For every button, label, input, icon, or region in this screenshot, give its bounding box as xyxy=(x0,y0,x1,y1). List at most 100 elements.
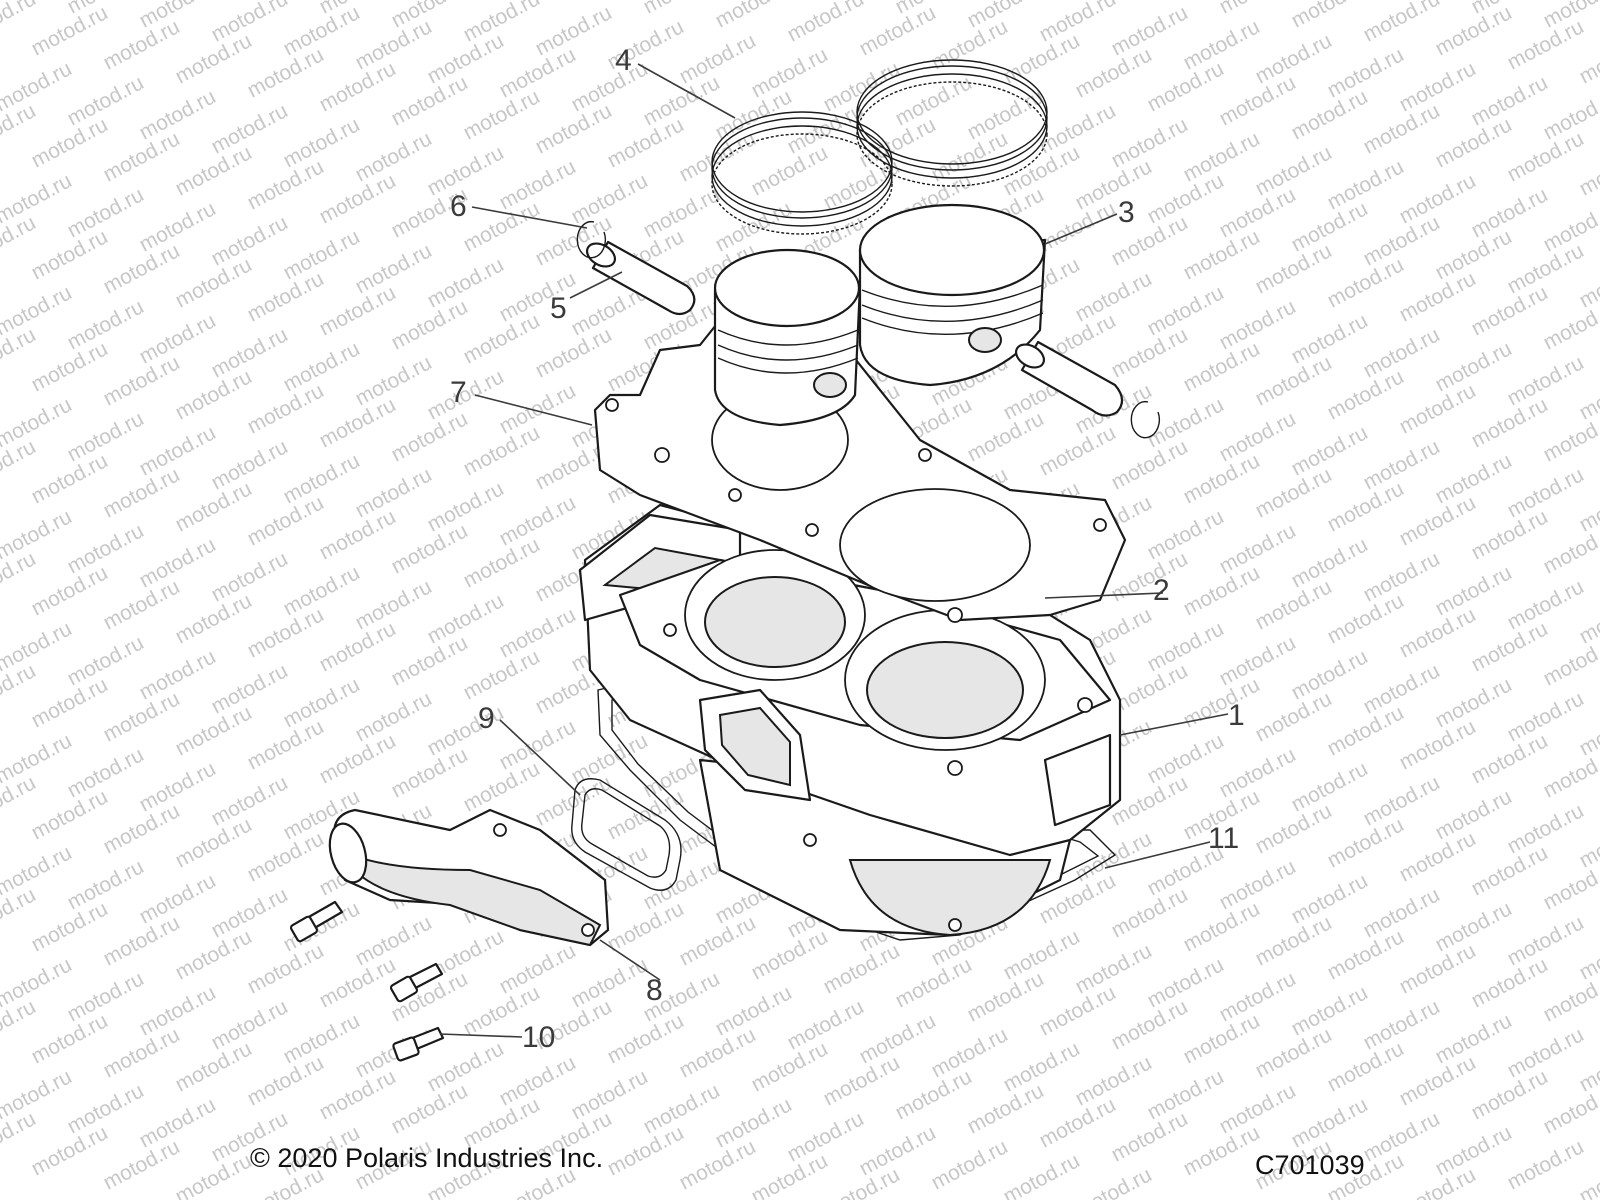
watermark-text: motod.ru xyxy=(640,0,724,18)
watermark-text: motod.ru xyxy=(1432,561,1516,620)
watermark-text: motod.ru xyxy=(1432,449,1516,508)
watermark-text: motod.ru xyxy=(496,1051,580,1110)
watermark-text: motod.ru xyxy=(856,1121,940,1180)
watermark-text: motod.ru xyxy=(964,85,1048,144)
watermark-text: motod.ru xyxy=(280,225,364,284)
callout-10: 10 xyxy=(522,1021,555,1054)
watermark-text: motod.ru xyxy=(892,71,976,130)
watermark-text: motod.ru xyxy=(496,715,580,774)
copyright-notice: © 2020 Polaris Industries Inc. xyxy=(250,1143,604,1173)
watermark-text: motod.ru xyxy=(1144,1065,1228,1124)
callout-4: 4 xyxy=(615,44,632,77)
watermark-text: motod.ru xyxy=(1288,533,1372,592)
watermark-text: motod.ru xyxy=(1504,1023,1588,1082)
watermark-text: motod.ru xyxy=(352,911,436,970)
watermark-text: motod.ru xyxy=(64,183,148,242)
watermark-text: motod.ru xyxy=(1288,0,1372,32)
part-8-water-outlet xyxy=(328,808,610,947)
watermark-text: motod.ru xyxy=(1036,99,1120,158)
watermark-text: motod.ru xyxy=(136,869,220,928)
callout-7: 7 xyxy=(450,376,467,409)
watermark-text: motod.ru xyxy=(280,561,364,620)
watermark-text: motod.ru xyxy=(424,701,508,760)
watermark-text: motod.ru xyxy=(568,0,652,4)
watermark-text: motod.ru xyxy=(784,995,868,1054)
watermark-text: motod.ru xyxy=(1288,645,1372,704)
watermark-text: motod.ru xyxy=(1216,0,1300,18)
watermark-text: motod.ru xyxy=(1144,0,1228,4)
watermark-text: motod.ru xyxy=(136,757,220,816)
watermark-text: motod.ru xyxy=(928,1023,1012,1082)
watermark-text: motod.ru xyxy=(1216,407,1300,466)
watermark-text: motod.ru xyxy=(1360,435,1444,494)
callout-8: 8 xyxy=(646,974,663,1007)
watermark-text: motod.ru xyxy=(496,379,580,438)
watermark-text: motod.ru xyxy=(136,197,220,256)
watermark-text: motod.ru xyxy=(1216,631,1300,690)
watermark-text: motod.ru xyxy=(1144,505,1228,564)
watermark-text: motod.ru xyxy=(1504,575,1588,634)
watermark-text: motod.ru xyxy=(1360,1107,1444,1166)
watermark-text: motod.ru xyxy=(748,43,832,102)
watermark-text: motod.ru xyxy=(352,575,436,634)
watermark-text: motod.ru xyxy=(1360,995,1444,1054)
part-10-bolt xyxy=(289,900,445,1062)
watermark-text: motod.ru xyxy=(1216,295,1300,354)
watermark-text: motod.ru xyxy=(352,1023,436,1082)
watermark-text: motod.ru xyxy=(1216,1079,1300,1138)
leader-lines xyxy=(439,63,1229,1038)
watermark-text: motod.ru xyxy=(64,295,148,354)
watermark-text: motod.ru xyxy=(1072,1051,1156,1110)
watermark-text: motod.ru xyxy=(1072,827,1156,886)
watermark-text: motod.ru xyxy=(1288,869,1372,928)
watermark-text: motod.ru xyxy=(1504,799,1588,858)
watermark-text: motod.ru xyxy=(640,183,724,242)
part-4-piston-rings-right xyxy=(856,59,1048,187)
part-6-circlip xyxy=(576,220,1161,439)
watermark-text: motod.ru xyxy=(1432,897,1516,956)
watermark-text: motod.ru xyxy=(1072,1163,1156,1200)
watermark-text: motod.ru xyxy=(424,253,508,312)
watermark-text: motod.ru xyxy=(1504,1135,1588,1194)
callout-labels: 1 2 3 4 5 6 7 8 9 10 11 xyxy=(450,44,1245,1054)
part-4-piston-rings-left xyxy=(711,111,893,235)
watermark-text: motod.ru xyxy=(496,491,580,550)
watermark-text: motod.ru xyxy=(1432,1009,1516,1068)
watermark-text: motod.ru xyxy=(640,855,724,914)
watermark-text: motod.ru xyxy=(64,407,148,466)
watermark-text: motod.ru xyxy=(64,855,148,914)
watermark-text: motod.ru xyxy=(568,169,652,228)
watermark-text: motod.ru xyxy=(1288,757,1372,816)
watermark-text: motod.ru xyxy=(1072,939,1156,998)
watermark-text: motod.ru xyxy=(1288,309,1372,368)
watermark-text: motod.ru xyxy=(1360,771,1444,830)
watermark-text: motod.ru xyxy=(1432,785,1516,844)
watermark-text: motod.ru xyxy=(676,29,760,88)
watermark-text: motod.ru xyxy=(208,323,292,382)
watermark-text: motod.ru xyxy=(1180,15,1264,74)
watermark-text: motod.ru xyxy=(424,589,508,648)
watermark-text: motod.ru xyxy=(352,239,436,298)
watermark-text: motod.ru xyxy=(496,267,580,326)
watermark-text: motod.ru xyxy=(1108,1,1192,60)
watermark-text: motod.ru xyxy=(1072,267,1156,326)
callout-9: 9 xyxy=(478,702,495,735)
watermark-text: motod.ru xyxy=(136,85,220,144)
watermark-text: motod.ru xyxy=(1000,1037,1084,1096)
watermark-text: motod.ru xyxy=(1288,421,1372,480)
watermark-text: motod.ru xyxy=(1360,659,1444,718)
callout-2: 2 xyxy=(1153,574,1170,607)
watermark-text: motod.ru xyxy=(64,743,148,802)
watermark-text: motod.ru xyxy=(784,1107,868,1166)
callout-11: 11 xyxy=(1208,822,1239,855)
watermark-text: motod.ru xyxy=(208,883,292,942)
watermark-text: motod.ru xyxy=(928,1135,1012,1194)
watermark-text: motod.ru xyxy=(1396,57,1480,116)
watermark-text: motod.ru xyxy=(712,0,796,32)
watermark-text: motod.ru xyxy=(64,631,148,690)
watermark-text: motod.ru xyxy=(280,1009,364,1068)
watermark-text: motod.ru xyxy=(208,435,292,494)
watermark-text: motod.ru xyxy=(1360,547,1444,606)
watermark-text: motod.ru xyxy=(208,771,292,830)
